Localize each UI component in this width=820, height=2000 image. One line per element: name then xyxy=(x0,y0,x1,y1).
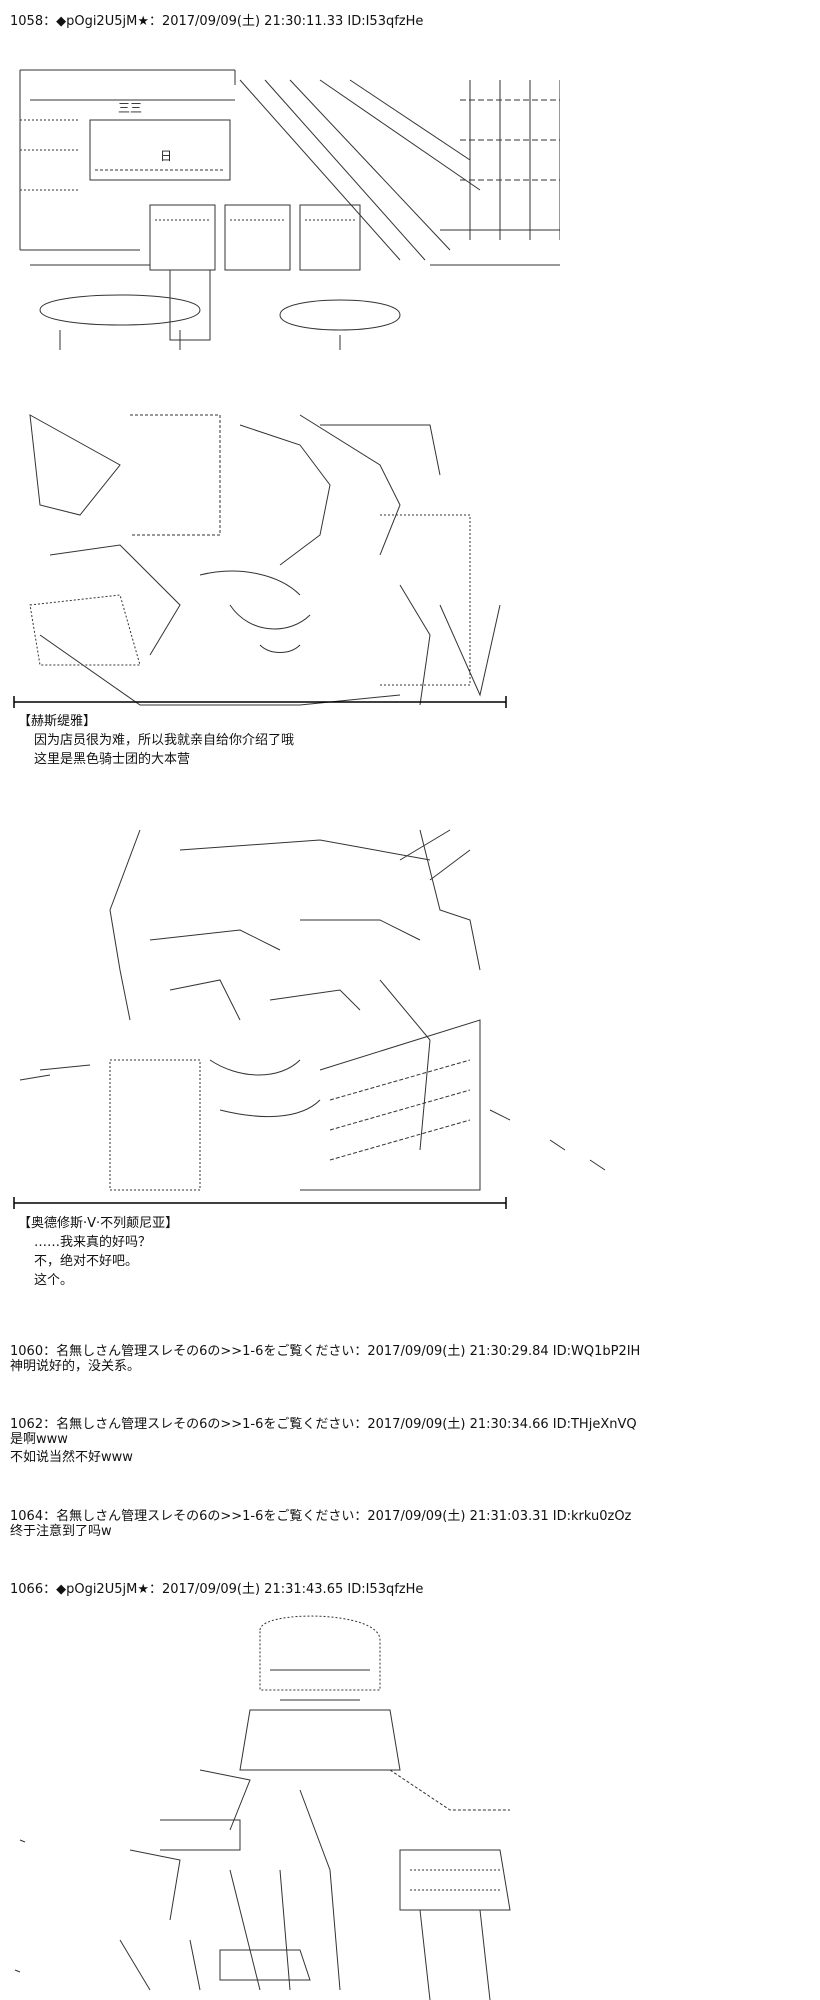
caption-odysseus: 【奥德修斯·V·不列颠尼亚】 ……我来真的好吗？ 不，绝对不好吧。 这个。 xyxy=(18,1214,178,1290)
ascii-art-hestia xyxy=(0,405,560,715)
post-body-1060: 神明说好的，没关系。 xyxy=(10,1359,141,1374)
room-illustration: 三三 日 xyxy=(19,69,560,350)
caption-divider xyxy=(13,696,507,708)
character-illustration xyxy=(14,1615,511,2000)
caption-line: 这里是黑色骑士团的大本营 xyxy=(34,752,191,767)
art-glyph-sansan: 三三 xyxy=(118,101,142,115)
caption-line: 这个。 xyxy=(34,1273,74,1288)
caption-line: 因为店员很为难，所以我就亲自给你介绍了哦 xyxy=(34,733,295,748)
caption-line: 不，绝对不好吧。 xyxy=(34,1254,139,1269)
caption-divider xyxy=(13,1197,507,1209)
post-header-1064: 1064：名無しさん管理スレその6の>>1-6をご覧ください：2017/09/0… xyxy=(10,1509,632,1524)
post-body-1064: 终于注意到了吗w xyxy=(10,1524,112,1539)
caption-line: ……我来真的好吗？ xyxy=(34,1235,152,1250)
caption-speaker: 【赫斯缇雅】 xyxy=(18,714,97,729)
post-header-1062: 1062：名無しさん管理スレその6の>>1-6をご覧ください：2017/09/0… xyxy=(10,1417,637,1432)
post-body-1062-line2: 不如说当然不好www xyxy=(10,1450,133,1465)
caption-speaker: 【奥德修斯·V·不列颠尼亚】 xyxy=(18,1216,179,1231)
ascii-art-room: 三三 日 xyxy=(0,40,560,350)
hestia-illustration xyxy=(29,414,501,706)
caption-hestia: 【赫斯缇雅】 因为店员很为难，所以我就亲自给你介绍了哦 这里是黑色骑士团的大本营 xyxy=(18,712,294,769)
post-header-1066: 1066：◆pOgi2U5jM★：2017/09/09(土) 21:31:43.… xyxy=(10,1582,424,1597)
post-header-1060: 1060：名無しさん管理スレその6の>>1-6をご覧ください：2017/09/0… xyxy=(10,1344,641,1359)
art-glyph-ri: 日 xyxy=(160,149,172,163)
ascii-art-odysseus xyxy=(0,820,620,1200)
ascii-art-character xyxy=(0,1610,560,2000)
post-body-1062-line1: 是啊www xyxy=(10,1432,68,1447)
odysseus-illustration xyxy=(19,829,606,1191)
post-header-1058: 1058：◆pOgi2U5jM★：2017/09/09(土) 21:30:11.… xyxy=(10,14,424,29)
